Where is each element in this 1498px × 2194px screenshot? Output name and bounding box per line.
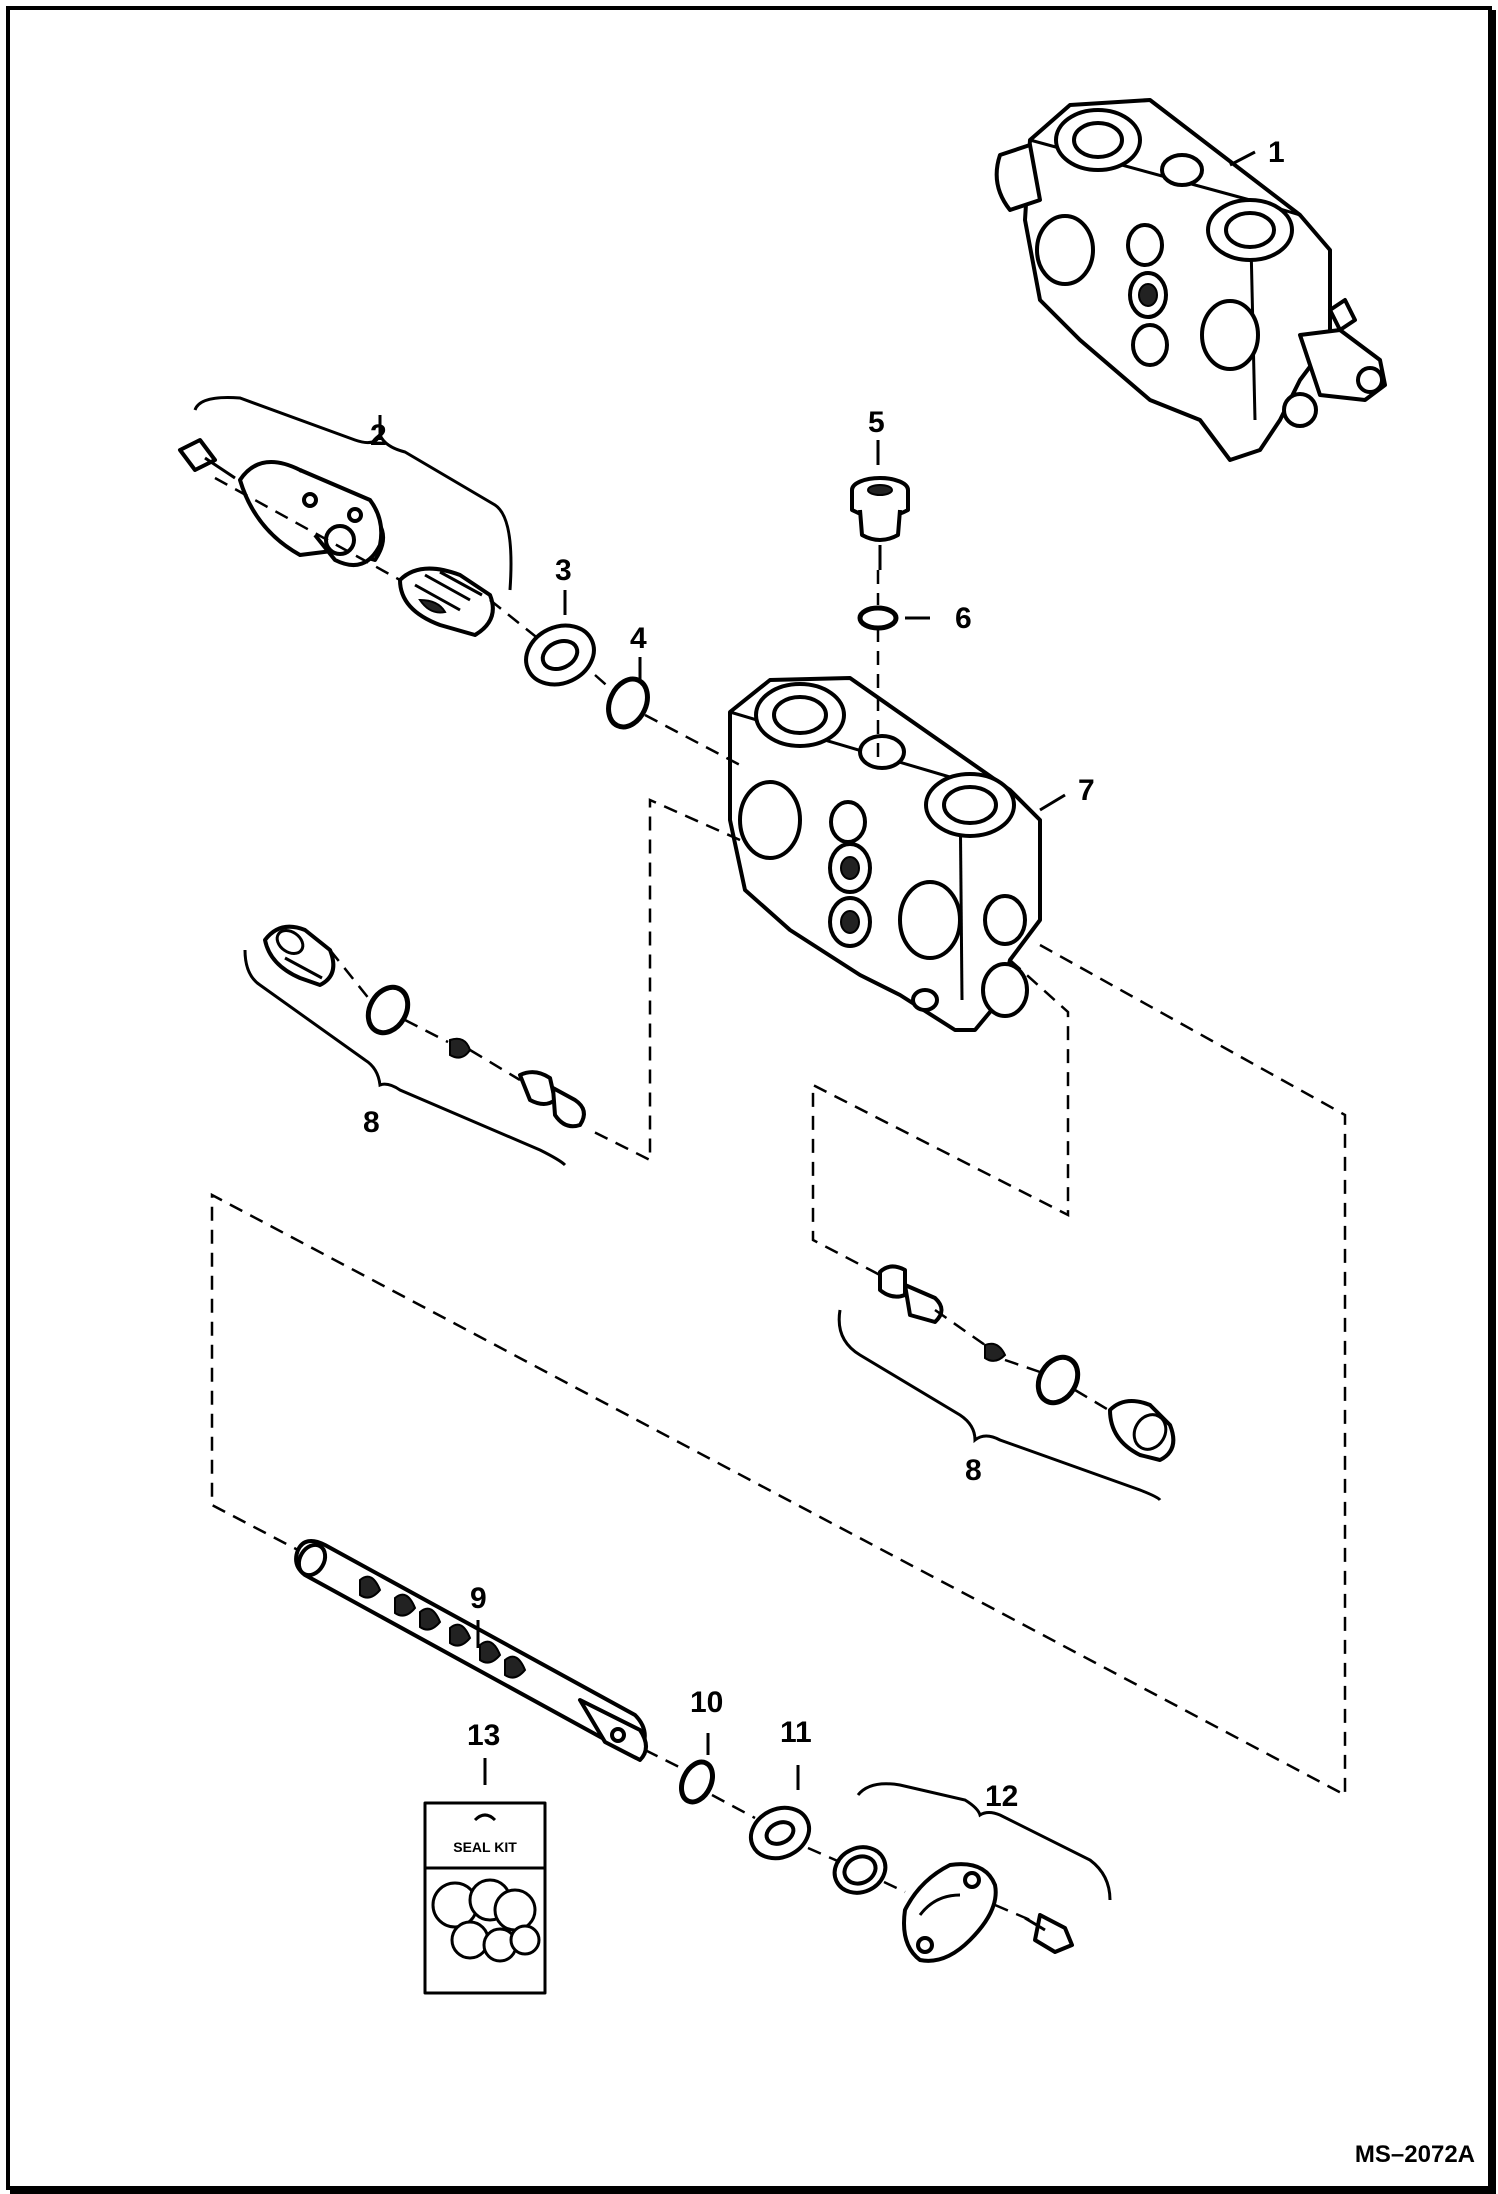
drawing-code: MS–2072A [1355, 2141, 1475, 2168]
part-11-washer [748, 1805, 812, 1861]
part-10-o-ring [679, 1759, 715, 1805]
callout-4: 4 [630, 622, 647, 655]
part-8-relief-valve-lower [837, 1264, 1176, 1502]
callout-12: 12 [985, 1780, 1018, 1813]
callout-3: 3 [555, 554, 572, 587]
callout-13: 13 [467, 1719, 500, 1752]
part-9-spool [294, 1539, 648, 1762]
callout-1: 1 [1268, 136, 1285, 169]
callout-10: 10 [690, 1686, 723, 1719]
part-6-o-ring [857, 605, 899, 631]
leader-lines [378, 150, 1256, 1790]
part-1-valve-assembly [994, 98, 1387, 462]
callout-8-upper: 8 [363, 1106, 380, 1139]
part-8-relief-valve-upper [243, 924, 586, 1167]
callout-labels: 1 2 3 4 5 6 7 8 8 9 10 11 12 13 [363, 136, 1285, 1813]
callout-11: 11 [780, 1716, 812, 1749]
part-5-plug [850, 476, 910, 570]
part-12-end-cap-assembly [832, 1782, 1112, 1963]
part-7-valve-section [728, 676, 1042, 1032]
seal-kit-label: SEAL KIT [453, 1839, 517, 1855]
callout-5: 5 [868, 406, 885, 439]
part-3-washer [524, 623, 596, 687]
assembly-dashed-lines [210, 476, 1347, 1924]
part-4-o-ring [606, 676, 650, 730]
callout-9: 9 [470, 1582, 487, 1615]
callout-7: 7 [1078, 774, 1095, 807]
callout-8-lower: 8 [965, 1454, 982, 1487]
callout-2: 2 [370, 419, 387, 452]
part-2-spring-cap-assembly [178, 396, 513, 637]
callout-6: 6 [955, 602, 972, 635]
part-13-seal-kit: SEAL KIT [423, 1801, 547, 1995]
